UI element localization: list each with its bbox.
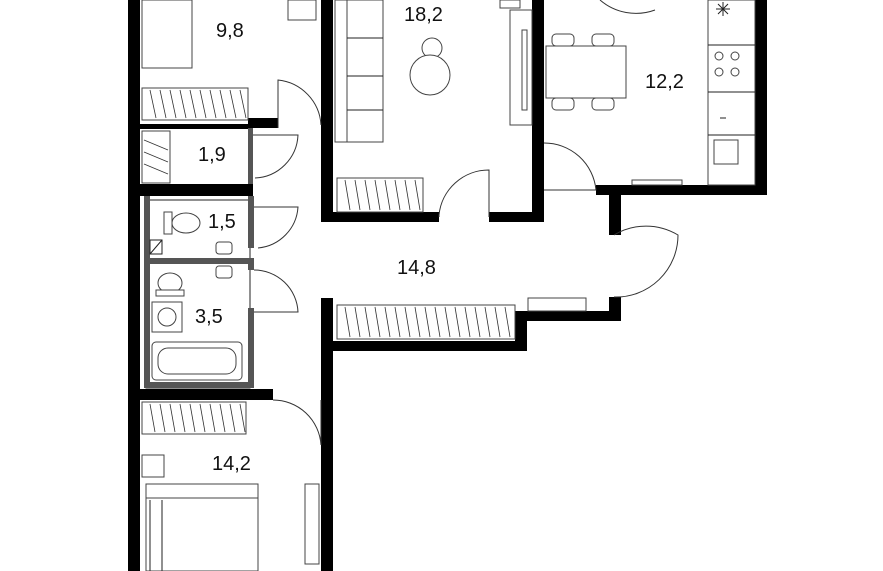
wall-hall-bottom [321, 341, 527, 351]
area-label-bedroom: 14,2 [212, 453, 251, 475]
door-kitchen-top [599, 0, 656, 14]
toilet-tank-wc [163, 211, 173, 235]
bed-top-room [141, 0, 193, 69]
storage-hatch [143, 139, 169, 175]
burner-2 [730, 51, 740, 61]
tv-bedroom [304, 483, 320, 565]
bath-wall-right-a [248, 262, 254, 270]
kitchen-radiator [631, 179, 683, 186]
kitchen-sink [713, 139, 739, 165]
area-label-bathroom: 3,5 [195, 306, 223, 328]
wardrobe-top-hatch [149, 89, 247, 119]
wardrobe-bedroom-hatch [149, 403, 246, 433]
living-furniture [334, 0, 533, 143]
bath-wall-left [144, 196, 150, 388]
door-top-room [277, 79, 322, 128]
chair-kitchen-3 [551, 97, 575, 111]
bed-pillows [149, 500, 163, 571]
counter-segments [708, 44, 755, 136]
wall-living-bottom-right [489, 212, 544, 222]
sink-bath [215, 265, 233, 279]
wardrobe-hall [336, 304, 516, 340]
area-label-top-room: 9,8 [216, 20, 244, 42]
wall-hall-right-top [609, 185, 621, 235]
dining-table [545, 45, 627, 99]
wall-storage-top [140, 124, 253, 129]
bedroom-furniture [141, 454, 320, 571]
washing-machine-drum [157, 307, 177, 327]
wall-bedroom-top [128, 389, 273, 400]
bath-wall-right-b [248, 308, 254, 388]
area-label-kitchen: 12,2 [645, 71, 684, 93]
chair-kitchen-4 [591, 97, 615, 111]
door-wc [254, 206, 299, 249]
area-label-hallway: 14,8 [397, 257, 436, 279]
burner-4 [730, 67, 740, 77]
bathtub-inner [157, 347, 237, 375]
walls [128, 0, 767, 571]
partitions [144, 128, 254, 389]
table-living [409, 54, 451, 96]
wall-bedroom-right [321, 298, 333, 571]
door-storage [253, 134, 299, 179]
wc-wall-right [248, 196, 254, 248]
wall-living-left [321, 0, 333, 222]
wall-storage-bottom [128, 184, 253, 196]
shelf-living [499, 0, 521, 9]
vent-icon [716, 2, 730, 16]
wardrobes [141, 87, 587, 435]
door-living [438, 169, 490, 217]
toilet-tank-bath [155, 289, 185, 297]
door-kitchen [543, 142, 597, 191]
area-labels: 9,8 18,2 12,2 1,9 1,5 3,5 14,8 14,2 [195, 4, 684, 475]
kitchen-furniture [545, 0, 756, 186]
bath-furniture [149, 211, 243, 381]
burner-3 [714, 67, 724, 77]
wc-bath-divider [144, 258, 254, 264]
wardrobe-living [336, 177, 424, 213]
wall-left-outer [128, 0, 140, 571]
door-bedroom [272, 399, 322, 446]
area-label-storage: 1,9 [198, 144, 226, 166]
door-bathroom [253, 269, 299, 313]
wall-living-bottom-left [321, 212, 439, 222]
desk-top-room [287, 0, 317, 21]
storage-wall-right [248, 128, 253, 184]
wall-top-room-bottom [248, 118, 278, 128]
chair-kitchen-1 [551, 33, 575, 47]
doors [253, 0, 679, 446]
toilet-wc [171, 212, 201, 234]
area-label-wc: 1,5 [208, 211, 236, 233]
wall-hall-bottom-right [515, 311, 621, 321]
bed-headboard [145, 483, 259, 499]
sofa-back [334, 0, 348, 143]
top-room-furniture [141, 0, 317, 69]
chair-kitchen-2 [591, 33, 615, 47]
bath-wall-bottom [144, 382, 254, 388]
area-label-living-room: 18,2 [404, 4, 443, 26]
wardrobe-hall-hatch [344, 306, 511, 338]
wall-kitchen-bottom [596, 185, 767, 195]
wardrobe-living-hatch [344, 179, 421, 211]
wall-living-right [532, 0, 544, 222]
shaft-wc [149, 239, 163, 255]
sink-wc [215, 241, 233, 255]
sofa-cushions [347, 37, 383, 111]
door-entrance [613, 225, 679, 298]
tv [521, 29, 528, 111]
nightstand [141, 454, 165, 478]
burner-1 [714, 51, 724, 61]
wall-right-outer [755, 0, 767, 195]
tv-stand [509, 9, 533, 126]
hall-shoe-rack [527, 297, 587, 312]
